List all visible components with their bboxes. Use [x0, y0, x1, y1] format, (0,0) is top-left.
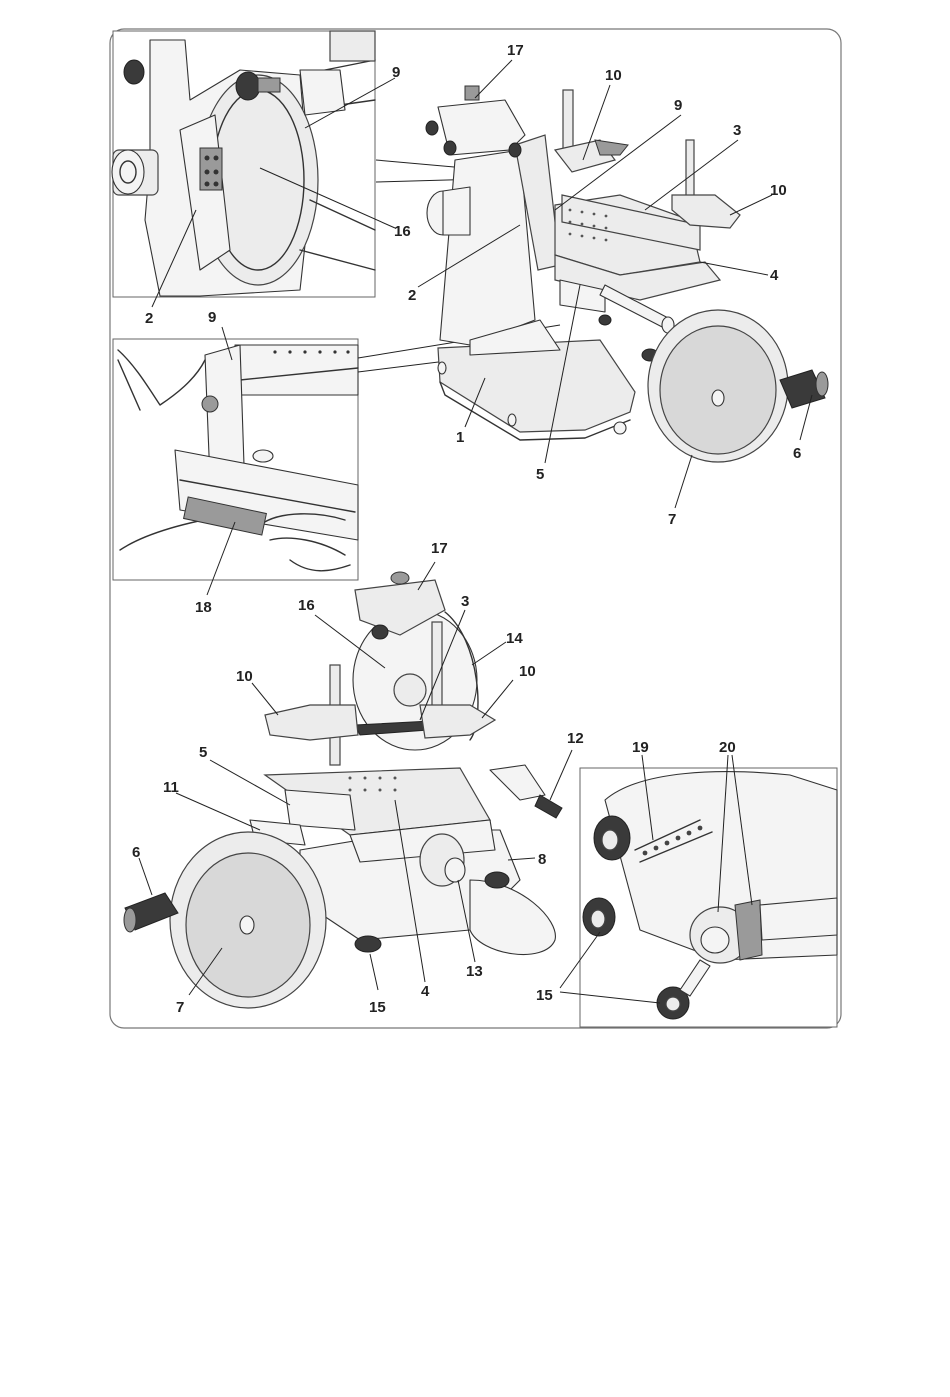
callout-6: 6 — [132, 844, 140, 861]
callout-15: 15 — [369, 999, 386, 1016]
callout-17: 17 — [507, 42, 524, 59]
callout-20: 20 — [719, 739, 736, 756]
callout-18: 18 — [195, 599, 212, 616]
callout-19: 19 — [632, 739, 649, 756]
callout-5: 5 — [536, 466, 544, 483]
callout-3: 3 — [733, 122, 741, 139]
callout-4: 4 — [421, 983, 430, 1000]
callout-3: 3 — [461, 593, 469, 610]
callout-9: 9 — [674, 97, 682, 114]
gear-detail-inset — [580, 768, 837, 1027]
callout-1: 1 — [456, 429, 464, 446]
callout-2: 2 — [408, 287, 416, 304]
callout-2: 2 — [145, 310, 153, 327]
callout-10: 10 — [605, 67, 622, 84]
callout-16: 16 — [394, 223, 411, 240]
callout-17: 17 — [431, 540, 448, 557]
callout-13: 13 — [466, 963, 483, 980]
callout-6: 6 — [793, 445, 801, 462]
callout-15: 15 — [536, 987, 553, 1004]
callout-11: 11 — [163, 779, 179, 796]
callout-12: 12 — [567, 730, 584, 747]
callout-14: 14 — [506, 630, 523, 647]
callout-5: 5 — [199, 744, 207, 761]
callout-7: 7 — [668, 511, 676, 528]
callout-8: 8 — [538, 851, 546, 868]
carriage-detail-inset — [113, 339, 358, 580]
callout-10: 10 — [519, 663, 536, 680]
blade-detail-inset — [112, 31, 375, 297]
callout-10: 10 — [770, 182, 787, 199]
callout-9: 9 — [392, 64, 400, 81]
callout-16: 16 — [298, 597, 315, 614]
callout-10: 10 — [236, 668, 253, 685]
callout-7: 7 — [176, 999, 184, 1016]
callout-4: 4 — [770, 267, 779, 284]
callout-9: 9 — [208, 309, 216, 326]
